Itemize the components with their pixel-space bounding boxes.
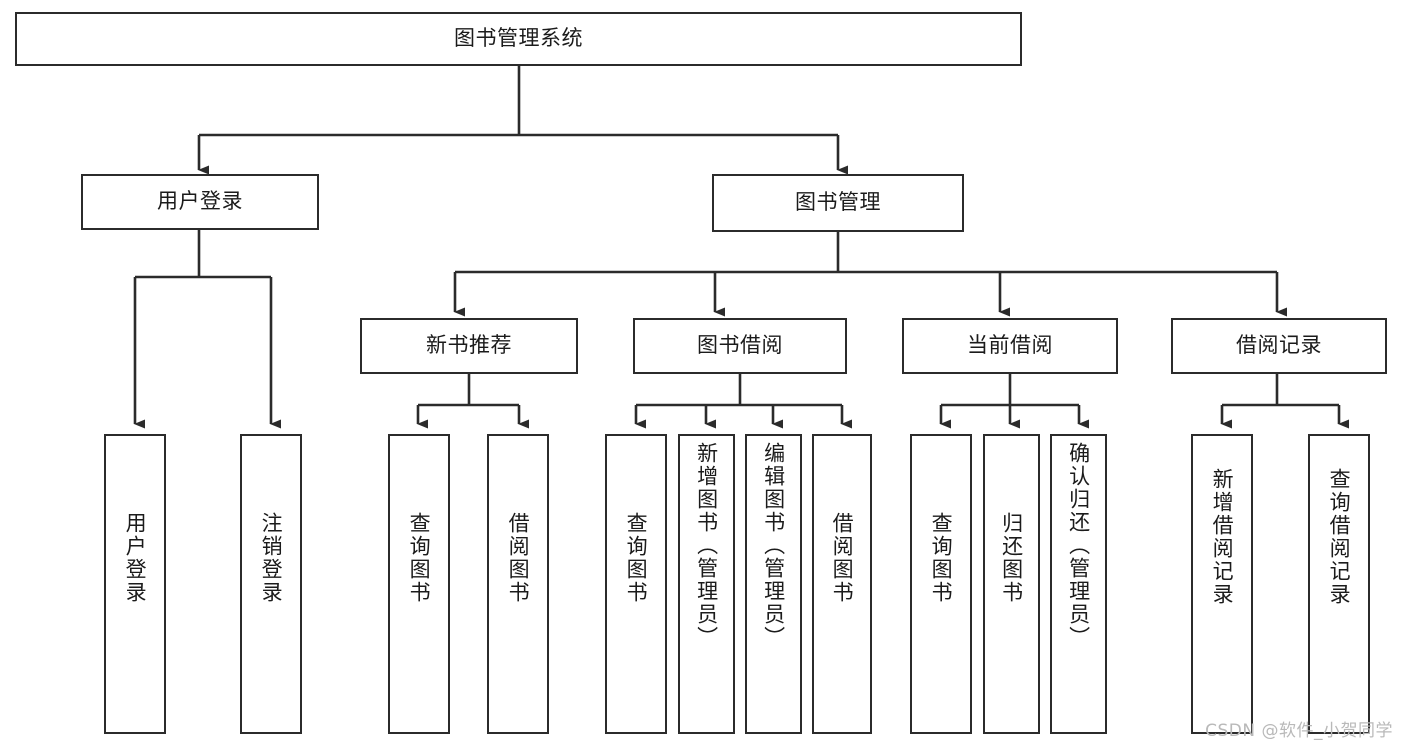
node-label: 用户登录 xyxy=(157,189,243,214)
node-leaf-user-login-login[interactable]: 用户登录 xyxy=(104,434,166,734)
node-leaf-new-book-borrow-book[interactable]: 借阅图书 xyxy=(487,434,549,734)
node-label: 编辑图书（管理员） xyxy=(761,442,786,649)
node-leaf-book-borrow-query-book[interactable]: 查询图书 xyxy=(605,434,667,734)
node-label: 当前借阅 xyxy=(967,333,1053,358)
node-leaf-borrow-record-query-record[interactable]: 查询借阅记录 xyxy=(1308,434,1370,734)
node-label: 借阅图书 xyxy=(506,512,531,604)
node-leaf-borrow-record-add-record[interactable]: 新增借阅记录 xyxy=(1191,434,1253,734)
node-label: 图书借阅 xyxy=(697,333,783,358)
node-label: 归还图书 xyxy=(999,512,1024,604)
node-label: 图书管理 xyxy=(795,190,881,215)
node-leaf-new-book-query-book[interactable]: 查询图书 xyxy=(388,434,450,734)
node-leaf-current-borrow-return-book[interactable]: 归还图书 xyxy=(983,434,1040,734)
node-label: 查询图书 xyxy=(407,512,432,604)
node-label: 新增图书（管理员） xyxy=(694,442,719,649)
node-label: 新增借阅记录 xyxy=(1210,468,1235,606)
node-leaf-book-borrow-edit-book-admin[interactable]: 编辑图书（管理员） xyxy=(745,434,802,734)
node-new-book-recommend[interactable]: 新书推荐 xyxy=(360,318,578,374)
node-label: 图书管理系统 xyxy=(454,26,583,51)
node-book-management[interactable]: 图书管理 xyxy=(712,174,964,232)
node-label: 借阅图书 xyxy=(830,512,855,604)
node-leaf-book-borrow-borrow-book[interactable]: 借阅图书 xyxy=(812,434,872,734)
node-current-borrow[interactable]: 当前借阅 xyxy=(902,318,1118,374)
node-label: 查询借阅记录 xyxy=(1327,468,1352,606)
node-leaf-book-borrow-add-book-admin[interactable]: 新增图书（管理员） xyxy=(678,434,735,734)
node-label: 查询图书 xyxy=(929,512,954,604)
node-label: 借阅记录 xyxy=(1236,333,1322,358)
node-leaf-current-borrow-confirm-return-admin[interactable]: 确认归还（管理员） xyxy=(1050,434,1107,734)
node-borrow-record[interactable]: 借阅记录 xyxy=(1171,318,1387,374)
node-label: 确认归还（管理员） xyxy=(1066,442,1091,649)
node-leaf-current-borrow-query-book[interactable]: 查询图书 xyxy=(910,434,972,734)
node-book-borrow[interactable]: 图书借阅 xyxy=(633,318,847,374)
node-label: 用户登录 xyxy=(123,512,148,604)
node-label: 新书推荐 xyxy=(426,333,512,358)
node-user-login[interactable]: 用户登录 xyxy=(81,174,319,230)
node-leaf-user-login-logout[interactable]: 注销登录 xyxy=(240,434,302,734)
node-label: 查询图书 xyxy=(624,512,649,604)
node-root-book-management-system[interactable]: 图书管理系统 xyxy=(15,12,1022,66)
node-label: 注销登录 xyxy=(259,512,284,604)
